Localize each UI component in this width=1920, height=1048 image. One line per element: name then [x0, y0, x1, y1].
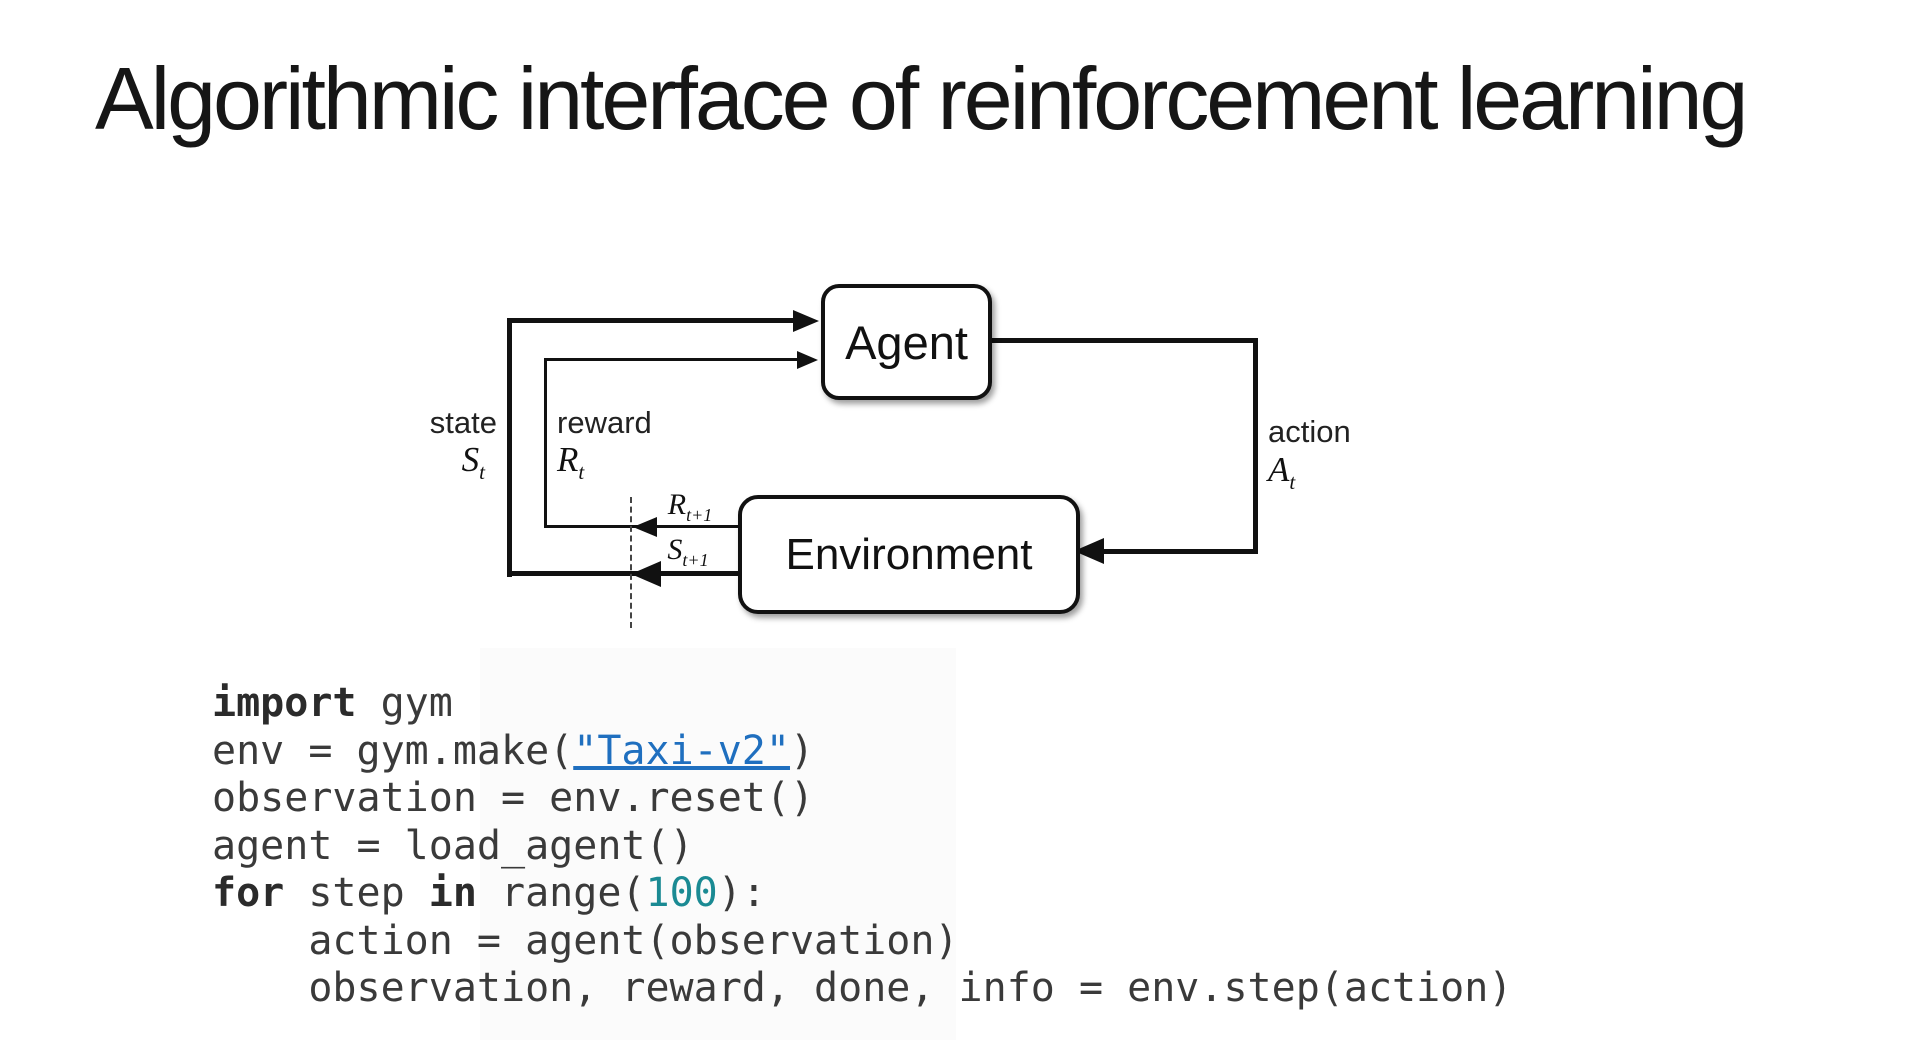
- code-token: gym: [356, 680, 453, 726]
- code-token: env = gym.make(: [212, 727, 574, 774]
- action-loop-right-line: [1253, 338, 1258, 554]
- action-loop-bottom-line: [1100, 549, 1258, 554]
- next-reward-symbol: Rt+1: [667, 488, 713, 525]
- environment-box: Environment: [738, 495, 1080, 614]
- code-token: 100: [645, 870, 718, 916]
- code-token: step: [284, 870, 429, 916]
- arrow-into-agent-state-icon: [793, 310, 819, 332]
- reward-loop-top-line: [544, 358, 798, 361]
- state-loop-top-line: [507, 318, 796, 323]
- code-token: agent = load_agent(): [212, 822, 694, 869]
- next-state-symbol: St+1: [667, 533, 709, 570]
- code-token: for: [212, 870, 285, 916]
- state-loop-left-line: [507, 318, 512, 577]
- agent-box-label: Agent: [845, 315, 968, 369]
- arrow-next-state-icon: [631, 561, 661, 587]
- state-label: state: [429, 405, 497, 440]
- state-symbol: St: [461, 440, 485, 484]
- agent-box: Agent: [821, 284, 992, 400]
- code-token: import: [212, 680, 357, 726]
- code-image-background: [480, 648, 956, 1040]
- code-token: range(: [476, 870, 646, 916]
- environment-box-label: Environment: [785, 529, 1033, 579]
- action-label: action: [1268, 414, 1351, 449]
- code-token: action = agent(observation): [212, 917, 959, 964]
- action-loop-top-line: [984, 338, 1258, 343]
- next-state-line: [507, 571, 738, 576]
- reward-symbol: Rt: [557, 440, 585, 484]
- action-symbol: At: [1268, 450, 1296, 494]
- arrow-next-reward-icon: [633, 517, 657, 537]
- slide-title: Algorithmic interface of reinforcement l…: [95, 49, 1748, 148]
- taxi-v2-link[interactable]: "Taxi-v2": [573, 727, 790, 774]
- reward-label: reward: [557, 405, 652, 440]
- code-token: ):: [717, 870, 766, 916]
- code-token: ): [789, 727, 815, 774]
- timestep-dashed-line: [630, 497, 632, 628]
- code-token: observation = env.reset(): [212, 775, 815, 821]
- arrow-into-agent-reward-icon: [797, 351, 818, 369]
- code-snippet: import gym env = gym.make("Taxi-v2") obs…: [212, 680, 1512, 1013]
- code-token: in: [428, 870, 477, 916]
- reward-loop-left-line: [544, 358, 547, 528]
- code-token: observation, reward, done, info = env.st…: [212, 965, 1513, 1011]
